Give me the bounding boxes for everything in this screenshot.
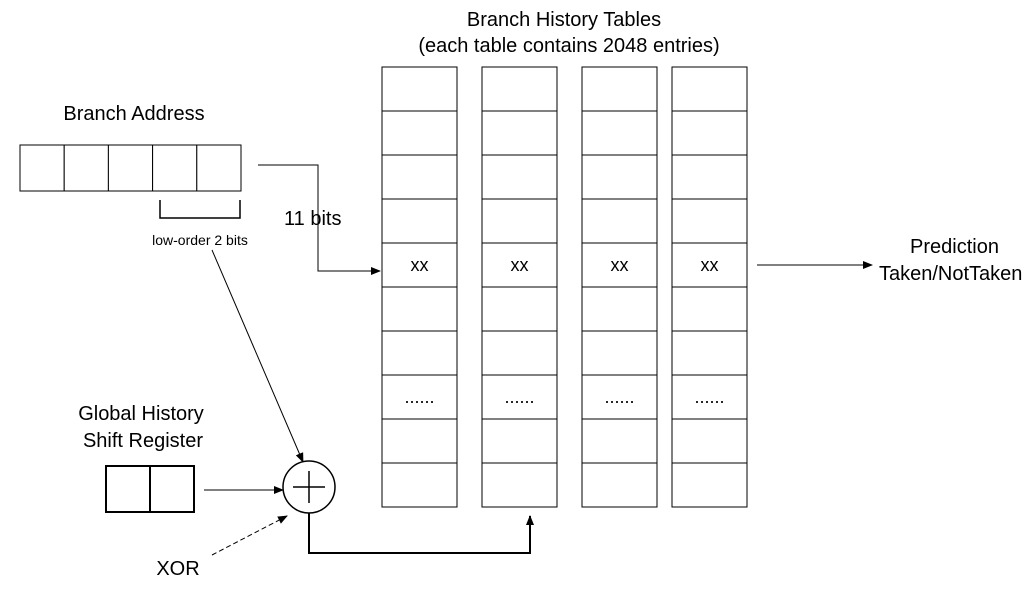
address-bit-cell xyxy=(107,144,154,192)
table-entry-cell xyxy=(381,242,458,288)
address-bit-cell xyxy=(19,144,65,192)
table-entry-cell xyxy=(671,110,748,156)
xor-gate xyxy=(282,460,336,514)
table-entry-cell xyxy=(581,330,658,376)
table-entry-cell xyxy=(481,198,558,244)
history-table-3: xx...... xyxy=(581,66,658,508)
global-history-label-line2: Shift Register xyxy=(83,430,203,452)
table-entry-cell xyxy=(381,154,458,200)
table-entry-cell xyxy=(671,374,748,420)
low-order-to-xor-arrow xyxy=(211,249,304,463)
ellipsis-entry-text: ...... xyxy=(504,387,534,407)
table-entry-cell xyxy=(381,330,458,376)
xor-pointer-arrow xyxy=(211,515,288,556)
table-entry-cell xyxy=(381,462,458,508)
selected-entry-text: xx xyxy=(611,255,629,275)
history-table-2: xx...... xyxy=(481,66,558,508)
table-entry-cell xyxy=(481,66,558,112)
xor-label: XOR xyxy=(156,558,199,580)
branch-address-label: Branch Address xyxy=(63,103,204,125)
table-entry-cell xyxy=(581,374,658,420)
table-entry-cell xyxy=(581,110,658,156)
ellipsis-entry-text: ...... xyxy=(694,387,724,407)
table-entry-cell xyxy=(581,462,658,508)
low-order-label: low-order 2 bits xyxy=(152,232,248,248)
table-entry-cell xyxy=(581,286,658,332)
ellipsis-entry-text: ...... xyxy=(404,387,434,407)
table-entry-cell xyxy=(671,330,748,376)
prediction-label-line2: Taken/NotTaken xyxy=(879,263,1022,285)
table-entry-cell xyxy=(671,462,748,508)
table-entry-cell xyxy=(671,66,748,112)
global-history-register xyxy=(105,465,195,513)
ellipsis-entry-text: ...... xyxy=(604,387,634,407)
selected-entry-text: xx xyxy=(701,255,719,275)
table-entry-cell xyxy=(481,286,558,332)
table-entry-cell xyxy=(381,418,458,464)
global-history-label-line1: Global History xyxy=(78,403,204,425)
table-entry-cell xyxy=(381,110,458,156)
table-entry-cell xyxy=(381,374,458,420)
xor-output-arrow xyxy=(308,513,534,554)
address-bit-cell xyxy=(152,144,198,192)
table-entry-cell xyxy=(481,110,558,156)
table-entry-cell xyxy=(381,286,458,332)
table-entry-cell xyxy=(481,374,558,420)
low-order-bracket xyxy=(159,200,241,219)
table-entry-cell xyxy=(581,418,658,464)
tables-title-line2: (each table contains 2048 entries) xyxy=(418,35,719,57)
history-table-1: xx...... xyxy=(381,66,458,508)
table-entry-cell xyxy=(671,286,748,332)
address-bit-cell xyxy=(196,144,242,192)
table-entry-cell xyxy=(481,242,558,288)
index-bits-label: 11 bits xyxy=(284,208,341,230)
branch-address-register xyxy=(19,144,242,192)
table-entry-cell xyxy=(381,66,458,112)
table-entry-cell xyxy=(581,154,658,200)
selected-entry-text: xx xyxy=(411,255,429,275)
table-entry-cell xyxy=(481,154,558,200)
history-table-4: xx...... xyxy=(671,66,748,508)
table-entry-cell xyxy=(481,330,558,376)
table-entry-cell xyxy=(671,154,748,200)
table-entry-cell xyxy=(581,66,658,112)
address-bit-cell xyxy=(63,144,109,192)
table-entry-cell xyxy=(581,198,658,244)
table-entry-cell xyxy=(481,462,558,508)
index-arrow xyxy=(258,164,381,275)
selected-entry-text: xx xyxy=(511,255,529,275)
tables-title-line1: Branch History Tables xyxy=(467,9,661,31)
prediction-label-line1: Prediction xyxy=(910,236,999,258)
table-entry-cell xyxy=(671,418,748,464)
table-entry-cell xyxy=(381,198,458,244)
table-entry-cell xyxy=(481,418,558,464)
table-entry-cell xyxy=(671,198,748,244)
branch-history-tables: xx......xx......xx......xx...... xyxy=(381,66,748,508)
